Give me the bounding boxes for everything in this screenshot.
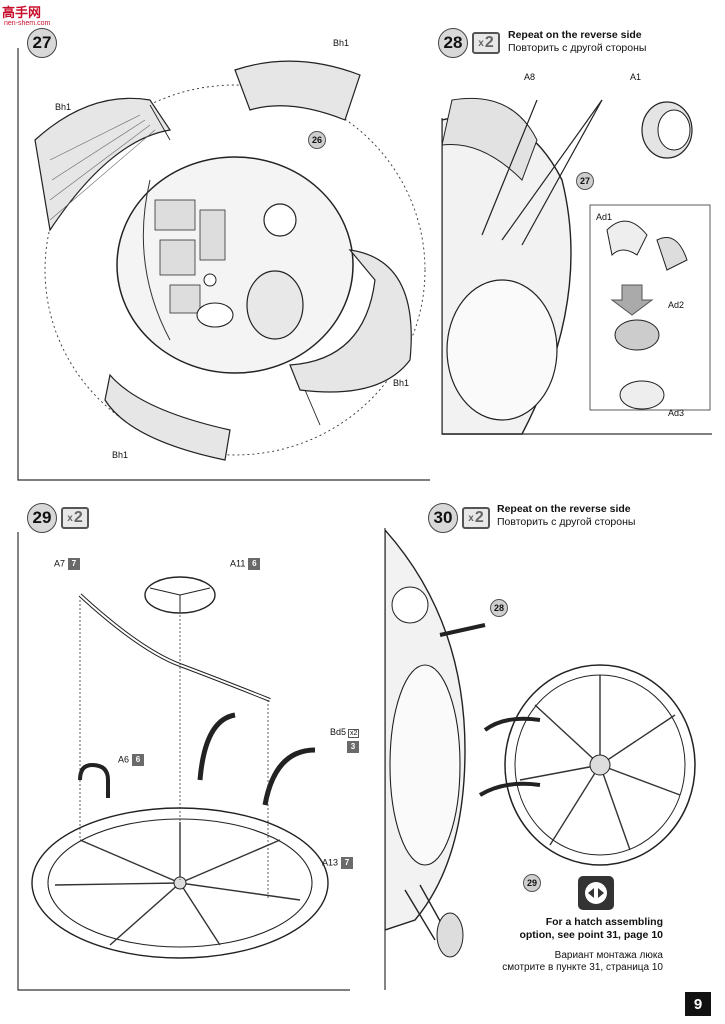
a7-color-badge: 7 (68, 558, 81, 570)
label-ad1: Ad1 (596, 212, 613, 222)
label-ad2: Ad2 (668, 300, 685, 310)
a13-color-badge: 7 (341, 857, 354, 869)
step-30-illustration (385, 530, 696, 958)
step-28-instruction-en: Repeat on the reverse side (508, 29, 642, 41)
label-bh1-bottom: Bh1 (112, 450, 129, 460)
a6-color-badge: 6 (132, 754, 145, 766)
step-30-number: 30 (428, 503, 458, 533)
label-bh1-right: Bh1 (393, 378, 410, 388)
step-28-instruction-ru: Повторить с другой стороны (508, 42, 647, 54)
step-28-illustration (442, 97, 711, 435)
label-bd5-badge: 3 (344, 741, 359, 753)
part-27-marker: 27 (576, 172, 594, 190)
step-29-illustration (31, 576, 329, 959)
step-29-number: 29 (27, 503, 57, 533)
label-bh1-left: Bh1 (55, 102, 72, 112)
step-27-illustration (34, 60, 426, 461)
watermark-url: nen-shem.com (4, 20, 51, 27)
step-30-instruction-ru: Повторить с другой стороны (497, 516, 636, 528)
page-number: 9 (685, 992, 711, 1016)
label-ad3: Ad3 (668, 408, 685, 418)
a11-color-badge: 6 (248, 558, 261, 570)
label-a1: A1 (630, 72, 642, 82)
step-28-number: 28 (438, 28, 468, 58)
watermark-logo: 高手网 (2, 5, 42, 20)
hatch-option-icon (578, 876, 614, 910)
part-29-marker: 29 (523, 874, 541, 892)
part-28-marker: 28 (490, 599, 508, 617)
label-a8: A8 (524, 72, 536, 82)
step-27-number: 27 (27, 28, 57, 58)
label-bh1-top: Bh1 (333, 38, 350, 48)
step-30-instruction-en: Repeat on the reverse side (497, 503, 631, 515)
part-26-marker: 26 (308, 131, 326, 149)
